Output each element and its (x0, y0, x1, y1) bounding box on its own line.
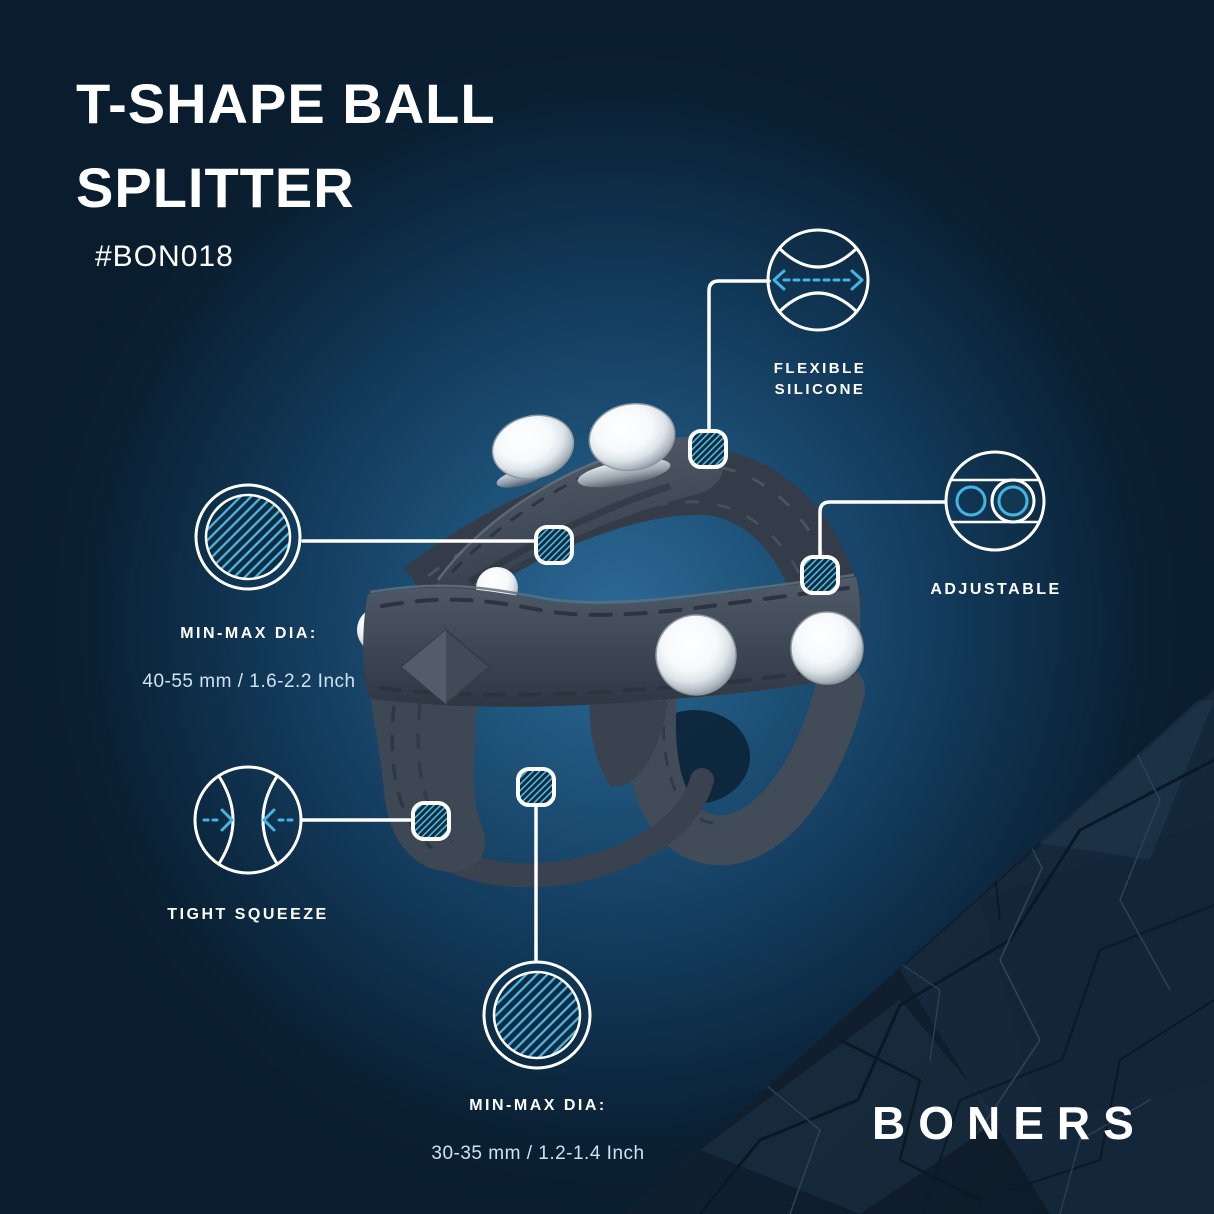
tight-squeeze-icon (193, 765, 303, 875)
callout-label-tight-squeeze: TIGHT SQUEEZE (167, 882, 328, 925)
callout-label-min-max-ball: MIN-MAX DIA: 30-35 mm / 1.2-1.4 Inch (431, 1073, 644, 1188)
callout-label-min-max-ring: MIN-MAX DIA: 40-55 mm / 1.6-2.2 Inch (142, 601, 355, 716)
product-sku: #BON018 (95, 240, 234, 273)
callout-markers (411, 429, 840, 841)
callout-connectors (300, 279, 947, 962)
adjustable-icon (944, 450, 1046, 552)
metal-snap (790, 611, 864, 685)
callout-text: MIN-MAX DIA: (469, 1096, 607, 1114)
product-image (357, 402, 865, 888)
metal-snap (655, 614, 737, 696)
product-title: T-SHAPE BALL SPLITTER (76, 72, 496, 219)
marker-tight-squeeze (411, 801, 451, 841)
metal-snap (491, 414, 575, 480)
diameter-hatch-icon-ring (194, 483, 302, 591)
callout-value: 40-55 mm / 1.6-2.2 Inch (142, 670, 356, 692)
diameter-hatch-icon-ball (482, 960, 592, 1070)
marker-min-max-ball (516, 767, 556, 807)
callout-text: TIGHT SQUEEZE (167, 905, 329, 923)
diamond-emboss (400, 628, 492, 706)
callout-text: FLEXIBLE SILICONE (773, 360, 867, 398)
callout-label-flexible-silicone: FLEXIBLE SILICONE (774, 339, 867, 400)
metal-snap (588, 402, 676, 472)
marker-min-max-ring (534, 525, 574, 565)
connector-flexible-silicone (707, 279, 771, 430)
callout-label-adjustable: ADJUSTABLE (930, 557, 1061, 600)
callout-text: ADJUSTABLE (930, 580, 1062, 598)
brand-logo: BONERS (872, 1097, 1147, 1149)
connector-adjustable (818, 500, 947, 556)
marker-adjustable (800, 555, 840, 595)
callout-value: 30-35 mm / 1.2-1.4 Inch (431, 1142, 645, 1164)
flexible-silicone-icon (766, 228, 870, 332)
callout-text: MIN-MAX DIA: (180, 624, 318, 642)
marker-flexible-silicone (688, 429, 728, 469)
